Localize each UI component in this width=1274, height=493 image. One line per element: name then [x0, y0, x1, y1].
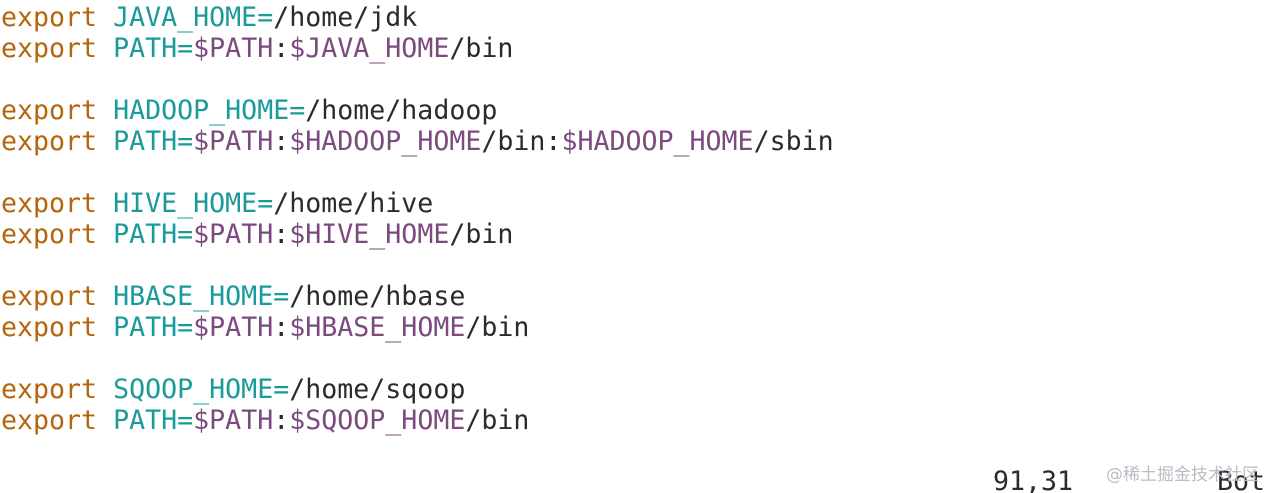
reference-token: $HIVE_HOME [289, 219, 450, 250]
code-line[interactable]: export PATH=$PATH:$HIVE_HOME/bin [1, 219, 834, 250]
reference-token: $HBASE_HOME [289, 312, 466, 343]
keyword-token: export [1, 374, 98, 405]
text-token: /home/hbase [289, 281, 466, 312]
variable-token: JAVA_HOME= [113, 2, 274, 33]
blank-line[interactable] [1, 343, 834, 374]
variable-token: PATH= [113, 312, 194, 343]
blank-line[interactable] [1, 157, 834, 188]
keyword-token: export [1, 281, 98, 312]
variable-token: PATH= [113, 33, 194, 64]
text-token: /sbin [753, 126, 834, 157]
watermark: @稀土掘金技术社区 [1106, 465, 1259, 485]
reference-token: $PATH [193, 219, 274, 250]
cursor-position: 91,31 [993, 466, 1074, 493]
reference-token: $PATH [193, 312, 274, 343]
text-token [97, 405, 113, 436]
variable-token: HIVE_HOME= [113, 188, 274, 219]
vim-statusline: 91,31 Bot [0, 466, 1274, 493]
code-line[interactable]: export HIVE_HOME=/home/hive [1, 188, 834, 219]
keyword-token: export [1, 188, 98, 219]
text-token: /home/hadoop [305, 95, 498, 126]
keyword-token: export [1, 219, 98, 250]
text-token [97, 219, 113, 250]
code-line[interactable]: export PATH=$PATH:$HADOOP_HOME/bin:$HADO… [1, 126, 834, 157]
text-token [97, 281, 113, 312]
text-token [97, 188, 113, 219]
reference-token: $HADOOP_HOME [561, 126, 754, 157]
blank-line[interactable] [1, 64, 834, 95]
code-line[interactable]: export PATH=$PATH:$SQOOP_HOME/bin [1, 405, 834, 436]
text-token [97, 126, 113, 157]
text-token: : [273, 312, 290, 343]
keyword-token: export [1, 312, 98, 343]
code-line[interactable]: export PATH=$PATH:$HBASE_HOME/bin [1, 312, 834, 343]
text-token [97, 95, 113, 126]
variable-token: PATH= [113, 219, 194, 250]
text-token: /bin [465, 312, 530, 343]
reference-token: $PATH [193, 405, 274, 436]
reference-token: $PATH [193, 126, 274, 157]
code-line[interactable]: export HADOOP_HOME=/home/hadoop [1, 95, 834, 126]
reference-token: $HADOOP_HOME [289, 126, 482, 157]
variable-token: PATH= [113, 126, 194, 157]
text-token: : [273, 219, 290, 250]
text-token: : [273, 405, 290, 436]
text-token [97, 33, 113, 64]
text-token [97, 2, 113, 33]
code-line[interactable]: export JAVA_HOME=/home/jdk [1, 2, 834, 33]
blank-line[interactable] [1, 250, 834, 281]
keyword-token: export [1, 2, 98, 33]
code-line[interactable]: export PATH=$PATH:$JAVA_HOME/bin [1, 33, 834, 64]
text-token [97, 374, 113, 405]
keyword-token: export [1, 126, 98, 157]
text-token: /bin [449, 219, 514, 250]
reference-token: $PATH [193, 33, 274, 64]
scroll-position: Bot [1217, 466, 1266, 493]
code-line[interactable]: export SQOOP_HOME=/home/sqoop [1, 374, 834, 405]
variable-token: SQOOP_HOME= [113, 374, 290, 405]
text-token: /bin [449, 33, 514, 64]
keyword-token: export [1, 95, 98, 126]
reference-token: $SQOOP_HOME [289, 405, 466, 436]
text-token: /home/hive [273, 188, 434, 219]
text-token: /home/sqoop [289, 374, 466, 405]
text-token: /bin [465, 405, 530, 436]
keyword-token: export [1, 33, 98, 64]
text-token: : [273, 126, 290, 157]
variable-token: PATH= [113, 405, 194, 436]
variable-token: HBASE_HOME= [113, 281, 290, 312]
text-token: /home/jdk [273, 2, 418, 33]
text-token: /bin: [481, 126, 562, 157]
text-token: : [273, 33, 290, 64]
variable-token: HADOOP_HOME= [113, 95, 306, 126]
code-line[interactable]: export HBASE_HOME=/home/hbase [1, 281, 834, 312]
keyword-token: export [1, 405, 98, 436]
reference-token: $JAVA_HOME [289, 33, 450, 64]
text-token [97, 312, 113, 343]
